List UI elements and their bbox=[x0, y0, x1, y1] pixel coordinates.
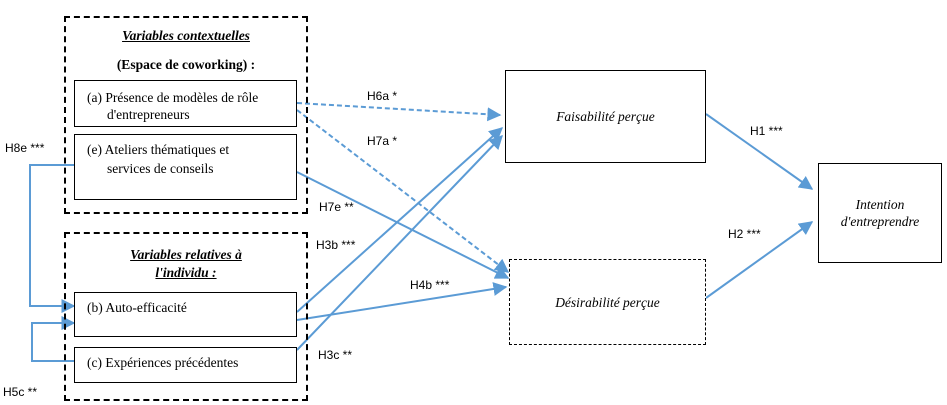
label-h7a: H7a * bbox=[367, 134, 398, 148]
label-h3b: H3b *** bbox=[316, 238, 356, 252]
node-b-self-efficacy: (b) Auto-efficacité bbox=[74, 292, 297, 337]
node-c-previous-experiences: (c) Expériences précédentes bbox=[74, 347, 297, 383]
group-individual-title-line2: l'individu : bbox=[155, 265, 217, 280]
node-intention-line2: d'entreprendre bbox=[840, 214, 920, 229]
label-h1: H1 *** bbox=[750, 124, 783, 138]
node-faisabilite-label: Faisabilité perçue bbox=[556, 109, 655, 124]
group-contextual-title: Variables contextuelles bbox=[122, 28, 250, 43]
label-h4b: H4b *** bbox=[410, 278, 450, 292]
arrow-h7e bbox=[296, 171, 510, 279]
label-h2: H2 *** bbox=[728, 227, 761, 241]
node-intention-line1: Intention bbox=[855, 197, 905, 212]
label-h8e: H8e *** bbox=[5, 141, 45, 155]
node-e-line1: (e) Ateliers thématiques et bbox=[87, 142, 230, 157]
arrow-h6a bbox=[296, 102, 502, 122]
label-h5c: H5c ** bbox=[3, 385, 38, 399]
node-e-line2: services de conseils bbox=[107, 161, 214, 176]
label-h6a: H6a * bbox=[367, 89, 398, 103]
node-intention: Intention d'entreprendre bbox=[818, 163, 942, 263]
group-contextual-subtitle: (Espace de coworking) : bbox=[116, 57, 256, 72]
arrow-h1 bbox=[705, 113, 814, 190]
node-faisabilite: Faisabilité perçue bbox=[505, 70, 706, 163]
label-h7e: H7e ** bbox=[319, 200, 354, 214]
group-contextual-variables bbox=[64, 16, 308, 214]
arrow-h7a bbox=[296, 109, 510, 273]
node-a-line1: (a) Présence de modèles de rôle bbox=[87, 90, 259, 105]
node-a-line2: d'entrepreneurs bbox=[107, 107, 190, 122]
arrow-h3b bbox=[296, 127, 504, 313]
group-individual-variables bbox=[64, 232, 308, 401]
group-individual-title-line1: Variables relatives à bbox=[130, 247, 242, 262]
node-desirabilite: Désirabilité perçue bbox=[509, 259, 706, 345]
arrow-h2 bbox=[705, 221, 814, 299]
node-a-role-models: (a) Présence de modèles de rôle d'entrep… bbox=[74, 80, 297, 127]
node-b-label: (b) Auto-efficacité bbox=[87, 300, 187, 315]
arrow-h4b bbox=[296, 282, 508, 321]
arrow-h3c bbox=[296, 134, 503, 351]
arrow-h5c bbox=[31, 316, 76, 362]
arrow-h8e bbox=[29, 164, 76, 313]
label-h3c: H3c ** bbox=[318, 348, 353, 362]
node-e-workshops: (e) Ateliers thématiques et services de … bbox=[74, 134, 297, 200]
node-c-label: (c) Expériences précédentes bbox=[87, 355, 239, 370]
node-desirabilite-label: Désirabilité perçue bbox=[555, 294, 660, 310]
